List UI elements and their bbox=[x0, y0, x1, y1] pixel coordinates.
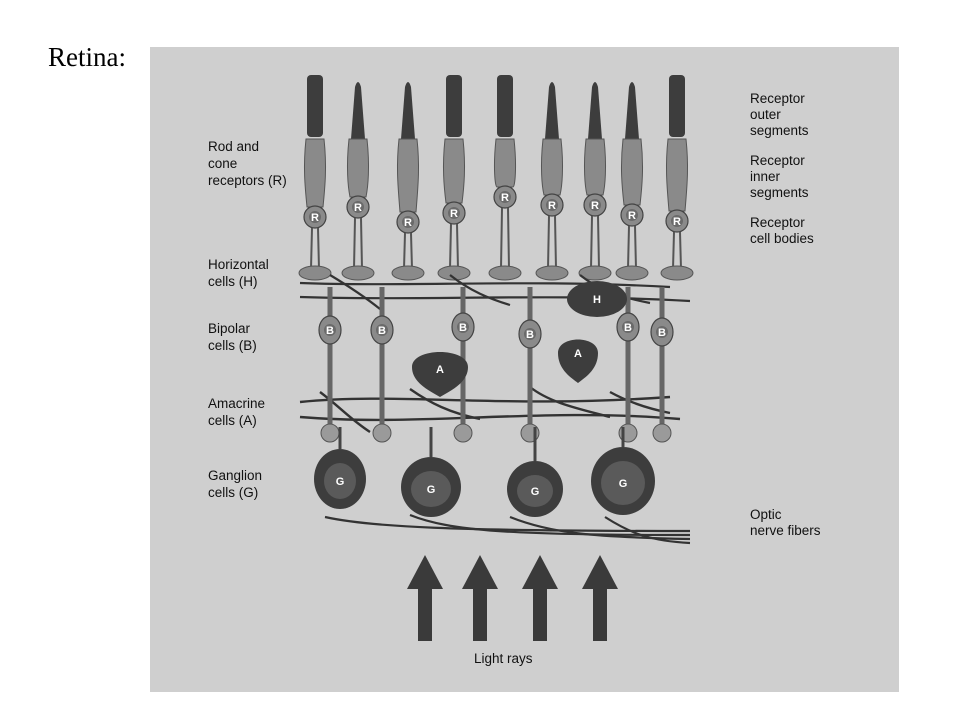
bipolar-cell-2-letter: B bbox=[378, 325, 386, 337]
ganglion-cell-2: G bbox=[401, 427, 461, 517]
horizontal-cell: H bbox=[567, 281, 627, 317]
light-ray-arrows bbox=[407, 555, 618, 641]
receptor-cell-9-letter: R bbox=[673, 216, 681, 228]
receptor-cell-1: R bbox=[298, 75, 332, 281]
retina-figure: Rod and cone receptors (R) Horizontal ce… bbox=[150, 47, 899, 692]
receptor-cell-8-letter: R bbox=[628, 210, 636, 222]
bipolar-cell-6: B bbox=[650, 287, 674, 443]
bipolar-cell-6-letter: B bbox=[658, 327, 666, 339]
bipolar-cell-3-letter: B bbox=[459, 322, 467, 334]
amacrine-network bbox=[299, 386, 681, 434]
bipolar-cell-4-letter: B bbox=[526, 329, 534, 341]
receptor-cell-4: R bbox=[437, 75, 471, 281]
horizontal-cell-letter: H bbox=[593, 294, 601, 306]
ganglion-cell-1: G bbox=[314, 427, 366, 509]
label-receptor-outer-segments: Receptor outer segments bbox=[750, 91, 809, 138]
amacrine-cell-2-letter: A bbox=[574, 348, 582, 360]
retina-diagram: Rod and cone receptors (R) Horizontal ce… bbox=[150, 47, 899, 692]
ganglion-cell-4-letter: G bbox=[619, 478, 628, 490]
label-ganglion-cells: Ganglion cells (G) bbox=[208, 468, 266, 500]
slide-title: Retina: bbox=[48, 42, 126, 72]
light-ray-arrow-1 bbox=[407, 555, 443, 641]
receptor-cell-7: R bbox=[578, 82, 612, 281]
optic-nerve-fibers bbox=[324, 513, 691, 545]
amacrine-cell-1: A bbox=[412, 352, 468, 397]
bipolar-cell-4: B bbox=[518, 287, 542, 443]
light-ray-arrow-3 bbox=[522, 555, 558, 641]
label-light-rays: Light rays bbox=[474, 651, 533, 666]
amacrine-cell-1-letter: A bbox=[436, 364, 444, 376]
label-bipolar-cells: Bipolar cells (B) bbox=[208, 321, 257, 353]
label-amacrine-cells: Amacrine cells (A) bbox=[208, 396, 269, 428]
receptor-cell-6: R bbox=[535, 82, 569, 281]
label-optic-nerve-fibers: Optic nerve fibers bbox=[750, 507, 821, 538]
label-receptor-cell-bodies: Receptor cell bodies bbox=[750, 215, 814, 246]
receptor-cell-9: R bbox=[660, 75, 694, 281]
receptor-cell-5-letter: R bbox=[501, 192, 509, 204]
label-rods-cones: Rod and cone receptors (R) bbox=[208, 139, 287, 188]
label-horizontal-cells: Horizontal cells (H) bbox=[208, 257, 273, 289]
receptor-cell-3: R bbox=[391, 82, 425, 281]
ganglion-cell-2-letter: G bbox=[427, 484, 436, 496]
bipolar-cell-2: B bbox=[370, 287, 394, 443]
receptor-cell-8: R bbox=[615, 82, 649, 281]
label-receptor-inner-segments: Receptor inner segments bbox=[750, 153, 809, 200]
ganglion-cell-1-letter: G bbox=[336, 476, 345, 488]
receptor-cell-2: R bbox=[341, 82, 375, 281]
light-ray-arrow-2 bbox=[462, 555, 498, 641]
receptor-cell-6-letter: R bbox=[548, 200, 556, 212]
receptor-cell-3-letter: R bbox=[404, 217, 412, 229]
receptor-cell-2-letter: R bbox=[354, 202, 362, 214]
bipolar-cell-1-letter: B bbox=[326, 325, 334, 337]
amacrine-cell-2: A bbox=[558, 339, 598, 383]
bipolar-cell-5-letter: B bbox=[624, 322, 632, 334]
ganglion-cell-4: G bbox=[591, 427, 655, 515]
ganglion-cell-3-letter: G bbox=[531, 486, 540, 498]
receptor-cell-1-letter: R bbox=[311, 212, 319, 224]
bipolar-cell-1: B bbox=[318, 287, 342, 443]
bipolar-cell-3: B bbox=[451, 287, 475, 443]
receptor-cell-5: R bbox=[488, 75, 522, 281]
bipolar-cell-5: B bbox=[616, 287, 640, 443]
receptor-layer: R R R R R R R R R bbox=[298, 75, 694, 281]
receptor-cell-7-letter: R bbox=[591, 200, 599, 212]
ganglion-cell-3: G bbox=[507, 427, 563, 517]
receptor-cell-4-letter: R bbox=[450, 208, 458, 220]
light-ray-arrow-4 bbox=[582, 555, 618, 641]
